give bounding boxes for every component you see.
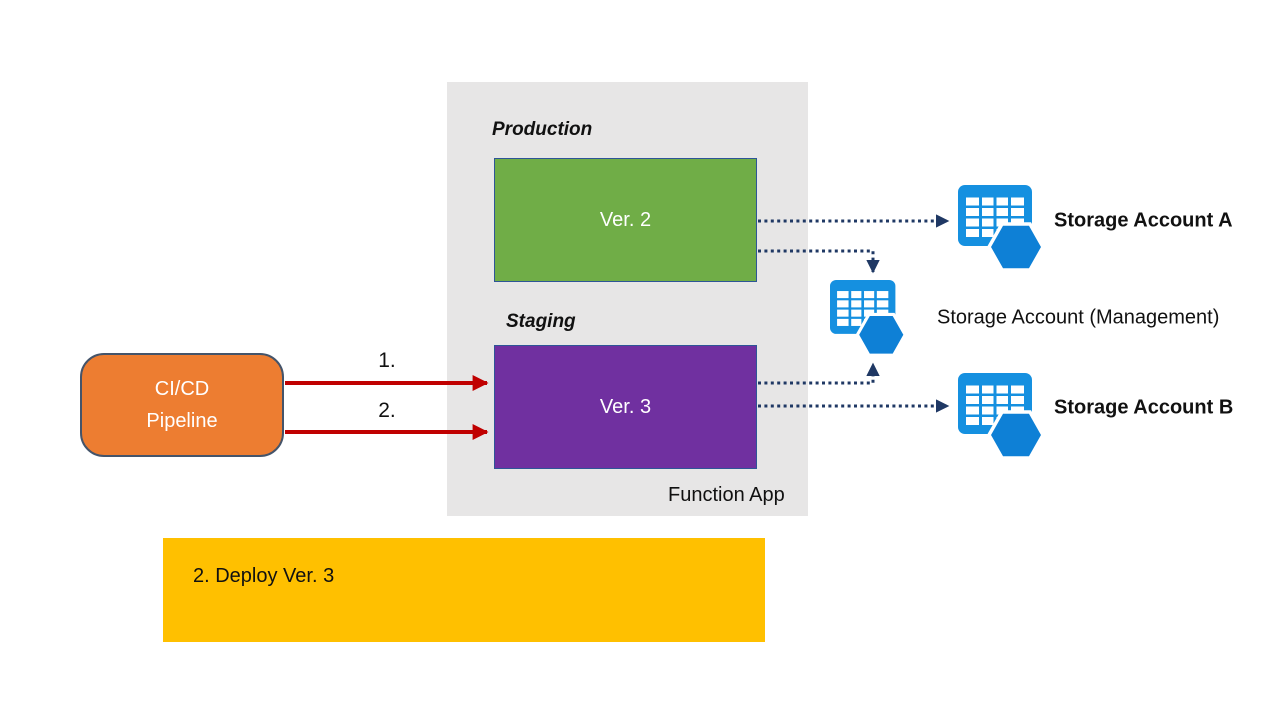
function-app-label: Function App	[668, 484, 785, 506]
table-storage-icon	[958, 185, 1044, 271]
step-2-label: 2.	[378, 399, 396, 422]
caption-note-box: 2. Deploy Ver. 3	[163, 538, 765, 642]
staging-slot-version: Ver. 3	[599, 395, 652, 418]
production-slot-version: Ver. 2	[599, 208, 652, 231]
production-label: Production	[492, 119, 593, 140]
table-storage-icon	[958, 373, 1044, 459]
hexagon-icon	[855, 312, 906, 356]
storage-account-a-label: Storage Account A	[1054, 209, 1233, 232]
hexagon-icon	[986, 222, 1044, 271]
step-1-label: 1.	[378, 349, 396, 372]
cicd-pipeline-label-line1: CI/CD	[154, 378, 210, 400]
cicd-pipeline-box: CI/CD Pipeline	[80, 353, 284, 457]
staging-slot-box: Ver. 3	[494, 345, 757, 469]
caption-note-text: 2. Deploy Ver. 3	[193, 565, 335, 587]
storage-account-b-label: Storage Account B	[1054, 396, 1234, 419]
production-slot-box: Ver. 2	[494, 158, 757, 282]
storage-account-management-label: Storage Account (Management)	[937, 306, 1220, 329]
staging-label: Staging	[506, 311, 576, 332]
hexagon-icon	[986, 410, 1044, 459]
table-storage-icon	[830, 280, 906, 356]
cicd-pipeline-label-line2: Pipeline	[146, 410, 218, 432]
